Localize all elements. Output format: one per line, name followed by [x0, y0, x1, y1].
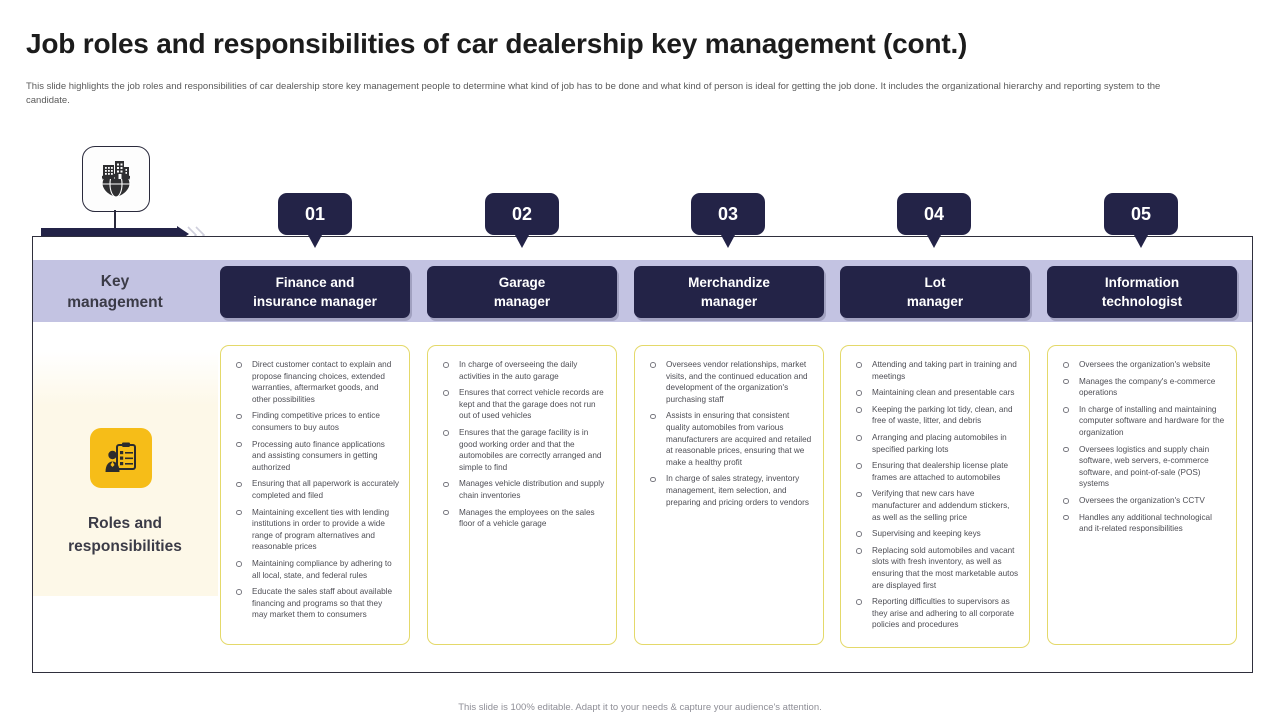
step-badge-tip-01 — [308, 235, 322, 248]
step-badge-01[interactable]: 01 — [278, 193, 352, 235]
person-clipboard-icon-box — [90, 428, 152, 488]
bullet-item: Maintaining clean and presentable cars — [849, 387, 1019, 399]
bullet-item: Oversees vendor relationships, market vi… — [643, 359, 813, 405]
bullet-list: In charge of overseeing the daily activi… — [436, 359, 606, 530]
buildings-globe-icon-box — [82, 146, 150, 212]
step-badge-05[interactable]: 05 — [1104, 193, 1178, 235]
bullet-card-01: Direct customer contact to explain and p… — [220, 345, 410, 645]
bullet-item: In charge of sales strategy, inventory m… — [643, 473, 813, 508]
bullet-item: Direct customer contact to explain and p… — [229, 359, 399, 405]
bullet-item: Keeping the parking lot tidy, clean, and… — [849, 404, 1019, 427]
bullet-item: Maintaining excellent ties with lending … — [229, 507, 399, 553]
bullet-list: Attending and taking part in training an… — [849, 359, 1019, 631]
step-badge-tip-02 — [515, 235, 529, 248]
bullet-item: Manages vehicle distribution and supply … — [436, 478, 606, 501]
bullet-item: Oversees logistics and supply chain soft… — [1056, 444, 1226, 490]
step-badge-tip-05 — [1134, 235, 1148, 248]
bullet-item: Replacing sold automobiles and vacant sl… — [849, 545, 1019, 591]
icon-connector-line — [114, 210, 116, 235]
page-title: Job roles and responsibilities of car de… — [26, 28, 968, 59]
bullet-item: In charge of installing and maintaining … — [1056, 404, 1226, 439]
bullet-item: Ensures that correct vehicle records are… — [436, 387, 606, 422]
bullet-item: Oversees the organization's website — [1056, 359, 1226, 371]
step-badge-02[interactable]: 02 — [485, 193, 559, 235]
bullet-item: Manages the company's e-commerce operati… — [1056, 376, 1226, 399]
bullet-item: Attending and taking part in training an… — [849, 359, 1019, 382]
bullet-item: Ensuring that all paperwork is accuratel… — [229, 478, 399, 501]
person-clipboard-icon — [105, 442, 136, 472]
footer-note: This slide is 100% editable. Adapt it to… — [458, 702, 822, 713]
bullet-item: Arranging and placing automobiles in spe… — [849, 432, 1019, 455]
bullet-item: Manages the employees on the sales floor… — [436, 507, 606, 530]
bullet-item: In charge of overseeing the daily activi… — [436, 359, 606, 382]
buildings-globe-icon — [101, 161, 131, 198]
bullet-list: Oversees vendor relationships, market vi… — [643, 359, 813, 508]
bullet-item: Ensures that the garage facility is in g… — [436, 427, 606, 473]
step-badge-03[interactable]: 03 — [691, 193, 765, 235]
bullet-item: Assists in ensuring that consistent qual… — [643, 410, 813, 468]
step-badge-tip-03 — [721, 235, 735, 248]
bullet-item: Ensuring that dealership license plate f… — [849, 460, 1019, 483]
bullet-item: Handles any additional technological and… — [1056, 512, 1226, 535]
bullet-item: Verifying that new cars have manufacture… — [849, 488, 1019, 523]
bullet-item: Reporting difficulties to supervisors as… — [849, 596, 1019, 631]
bullet-card-04: Attending and taking part in training an… — [840, 345, 1030, 648]
bullet-item: Supervising and keeping keys — [849, 528, 1019, 540]
step-badge-04[interactable]: 04 — [897, 193, 971, 235]
bullet-item: Processing auto finance applications and… — [229, 439, 399, 474]
page-subtitle: This slide highlights the job roles and … — [26, 81, 1161, 106]
step-badge-tip-04 — [927, 235, 941, 248]
bullet-card-02: In charge of overseeing the daily activi… — [427, 345, 617, 645]
bullet-card-03: Oversees vendor relationships, market vi… — [634, 345, 824, 645]
bullet-item: Maintaining compliance by adhering to al… — [229, 558, 399, 581]
bullet-list: Direct customer contact to explain and p… — [229, 359, 399, 621]
bullet-item: Educate the sales staff about available … — [229, 586, 399, 621]
bullet-item: Finding competitive prices to entice con… — [229, 410, 399, 433]
bullet-item: Oversees the organization's CCTV — [1056, 495, 1226, 507]
